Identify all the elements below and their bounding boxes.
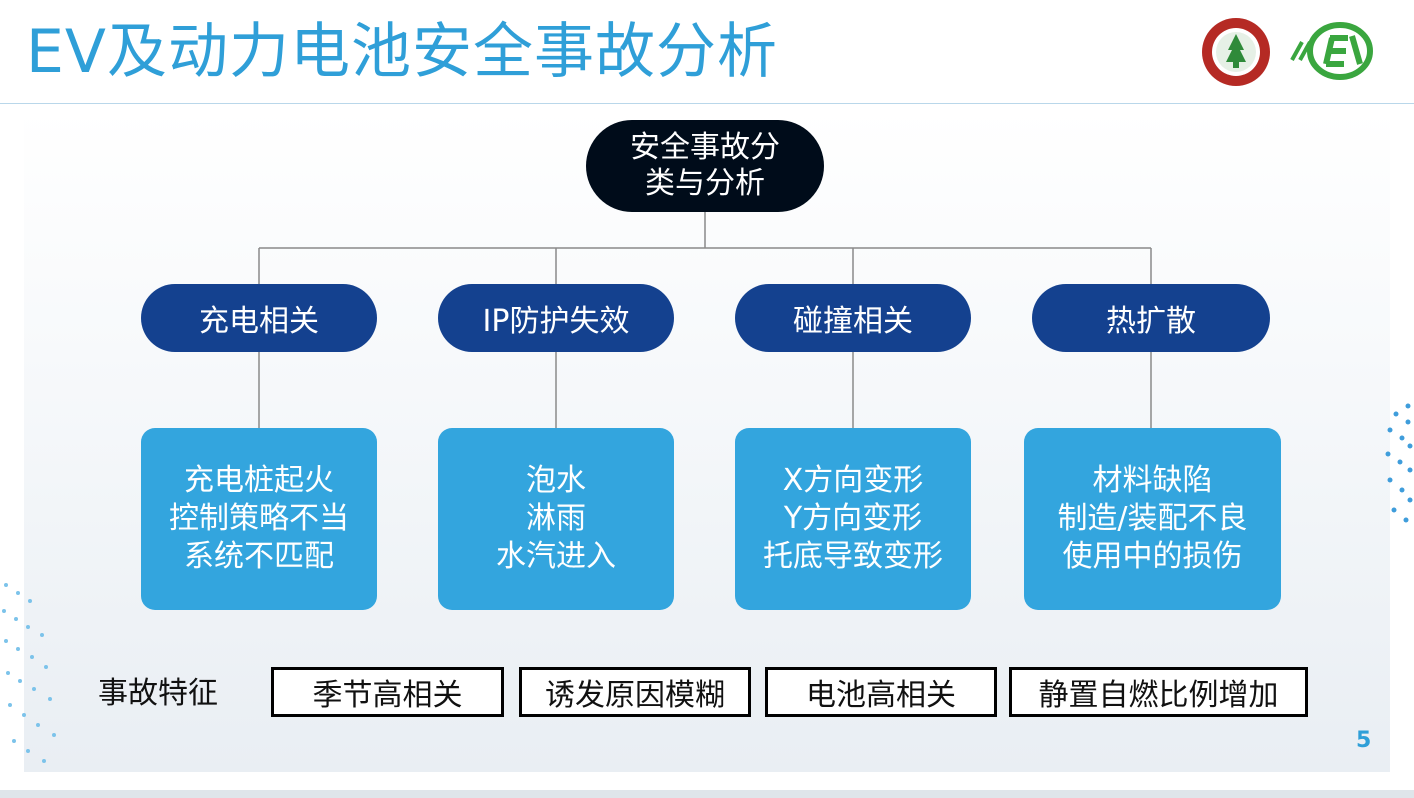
- category-collision: 碰撞相关: [735, 284, 971, 352]
- feature-box: 诱发原因模糊: [519, 667, 751, 717]
- root-node-line-2: 类与分析: [645, 166, 765, 201]
- root-node: 安全事故分 类与分析: [586, 120, 824, 212]
- features-label: 事故特征: [98, 676, 218, 711]
- detail-box-charging: 充电桩起火 控制策略不当 系统不匹配: [141, 428, 377, 610]
- detail-item: 泡水: [526, 463, 586, 498]
- footer-bar: [0, 790, 1414, 798]
- feature-box: 电池高相关: [765, 667, 997, 717]
- category-charging: 充电相关: [141, 284, 377, 352]
- detail-item: X方向变形: [782, 463, 924, 498]
- detail-item: 制造/装配不良: [1057, 501, 1248, 536]
- decorative-dots-right: [1385, 403, 1413, 523]
- detail-item: Y方向变形: [783, 501, 923, 536]
- detail-item: 控制策略不当: [169, 501, 349, 536]
- category-thermal-propagation: 热扩散: [1032, 284, 1270, 352]
- feature-box: 季节高相关: [271, 667, 504, 717]
- decorative-dots-left: [2, 583, 56, 763]
- detail-item: 水汽进入: [496, 539, 616, 574]
- detail-item: 充电桩起火: [184, 463, 334, 498]
- page-title: EV及动力电池安全事故分析: [26, 17, 778, 87]
- root-node-line-1: 安全事故分: [630, 130, 780, 165]
- detail-box-thermal-propagation: 材料缺陷 制造/装配不良 使用中的损伤: [1024, 428, 1281, 610]
- detail-box-collision: X方向变形 Y方向变形 托底导致变形: [735, 428, 971, 610]
- university-seal-logo: [1202, 18, 1270, 86]
- feature-box: 静置自燃比例增加: [1009, 667, 1308, 717]
- detail-item: 材料缺陷: [1092, 463, 1213, 498]
- detail-item: 使用中的损伤: [1062, 539, 1243, 574]
- detail-item: 系统不匹配: [184, 539, 334, 574]
- page-number: 5: [1356, 728, 1372, 753]
- detail-item: 托底导致变形: [763, 539, 943, 574]
- title-divider: [0, 103, 1414, 104]
- detail-box-ip-protection: 泡水 淋雨 水汽进入: [438, 428, 674, 610]
- detail-item: 淋雨: [526, 501, 586, 536]
- ev-brand-logo: [1290, 22, 1373, 80]
- category-ip-protection: IP防护失效: [438, 284, 674, 352]
